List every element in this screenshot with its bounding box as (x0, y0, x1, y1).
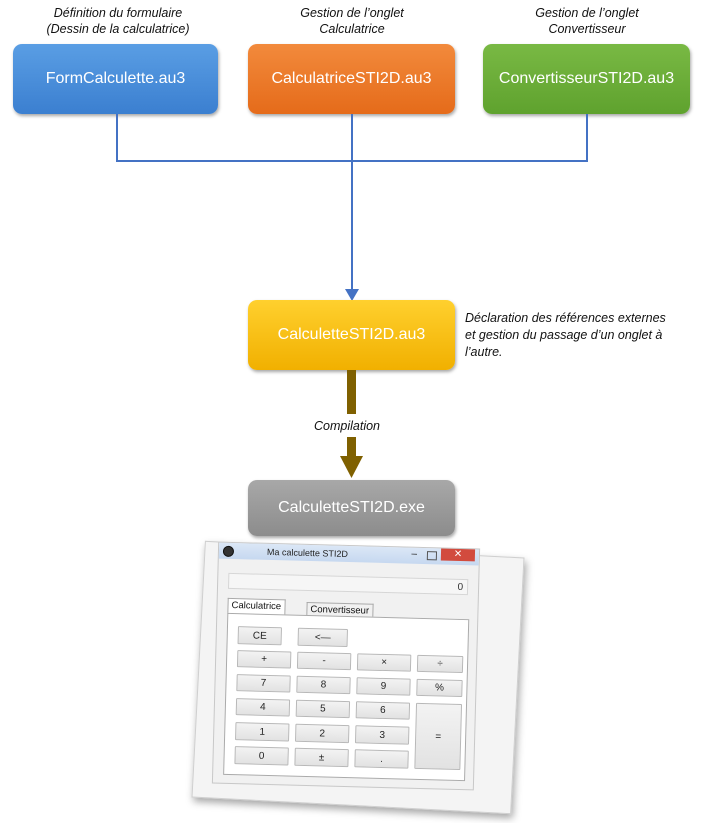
minimize-button[interactable]: – (411, 548, 418, 560)
close-button[interactable]: ✕ (440, 548, 476, 562)
box-calculatrice: CalculatriceSTI2D.au3 (248, 44, 455, 114)
caption-conv-line2: Convertisseur (548, 22, 626, 36)
caption-form-line1: Définition du formulaire (53, 6, 183, 20)
key-7[interactable]: 7 (236, 674, 291, 693)
caption-form: Définition du formulaire (Dessin de la c… (18, 5, 218, 37)
box-executable: CalculetteSTI2D.exe (248, 480, 455, 536)
compile-arrow-shaft (347, 370, 356, 414)
arrowhead-down-icon (345, 289, 359, 301)
box-form-calculette: FormCalculette.au3 (13, 44, 218, 114)
calculator-window: Ma calculette STI2D – ✕ 0 Calculatrice C… (211, 541, 481, 791)
ce-button[interactable]: CE (237, 626, 282, 646)
key-8[interactable]: 8 (296, 675, 351, 695)
key-6[interactable]: 6 (355, 701, 411, 720)
box-convertisseur: ConvertisseurSTI2D.au3 (483, 44, 690, 114)
app-icon (222, 545, 235, 558)
side-note-line2: et gestion du passage d’un onglet à (465, 328, 663, 342)
key-2[interactable]: 2 (295, 723, 350, 744)
connector-left-vertical (116, 114, 118, 161)
key-5[interactable]: 5 (295, 699, 351, 719)
key-1[interactable]: 1 (235, 722, 290, 742)
minus-button[interactable]: - (296, 651, 352, 671)
caption-calc-line1: Gestion de l’onglet (300, 6, 404, 20)
compile-label: Compilation (314, 419, 381, 433)
plusminus-button[interactable]: ± (294, 747, 349, 768)
display-field[interactable]: 0 (227, 572, 469, 596)
compile-arrow-shaft-lower (347, 437, 356, 457)
side-note-line1: Déclaration des références externes (465, 311, 666, 325)
percent-button[interactable]: % (416, 678, 463, 698)
keypad-panel: CE <— + - × ÷ 7 8 9 % 4 5 6 1 2 3 = 0 ± … (223, 612, 470, 782)
side-note-line3: l’autre. (465, 345, 503, 359)
compile-arrowhead-icon (340, 456, 363, 478)
connector-center-vertical (351, 114, 353, 292)
box-main-calculette: CalculetteSTI2D.au3 (248, 300, 455, 370)
equals-button[interactable]: = (414, 702, 463, 771)
caption-calc: Gestion de l’onglet Calculatrice (252, 5, 452, 37)
times-button[interactable]: × (356, 653, 412, 672)
key-4[interactable]: 4 (235, 698, 291, 717)
caption-conv-line1: Gestion de l’onglet (535, 6, 639, 20)
caption-form-line2: (Dessin de la calculatrice) (46, 22, 190, 36)
decimal-button[interactable]: . (354, 749, 409, 769)
connector-right-vertical (586, 114, 588, 161)
key-0[interactable]: 0 (234, 746, 289, 766)
maximize-button[interactable] (426, 551, 438, 561)
side-note: Déclaration des références externes et g… (465, 310, 705, 361)
caption-conv: Gestion de l’onglet Convertisseur (487, 5, 687, 37)
plus-button[interactable]: + (236, 650, 292, 669)
caption-calc-line2: Calculatrice (319, 22, 385, 36)
key-9[interactable]: 9 (356, 677, 411, 696)
window-titlebar: Ma calculette STI2D – ✕ (218, 542, 480, 566)
backspace-button[interactable]: <— (297, 627, 348, 648)
key-3[interactable]: 3 (354, 725, 410, 745)
divide-button[interactable]: ÷ (416, 654, 464, 674)
window-title: Ma calculette STI2D (266, 546, 349, 560)
